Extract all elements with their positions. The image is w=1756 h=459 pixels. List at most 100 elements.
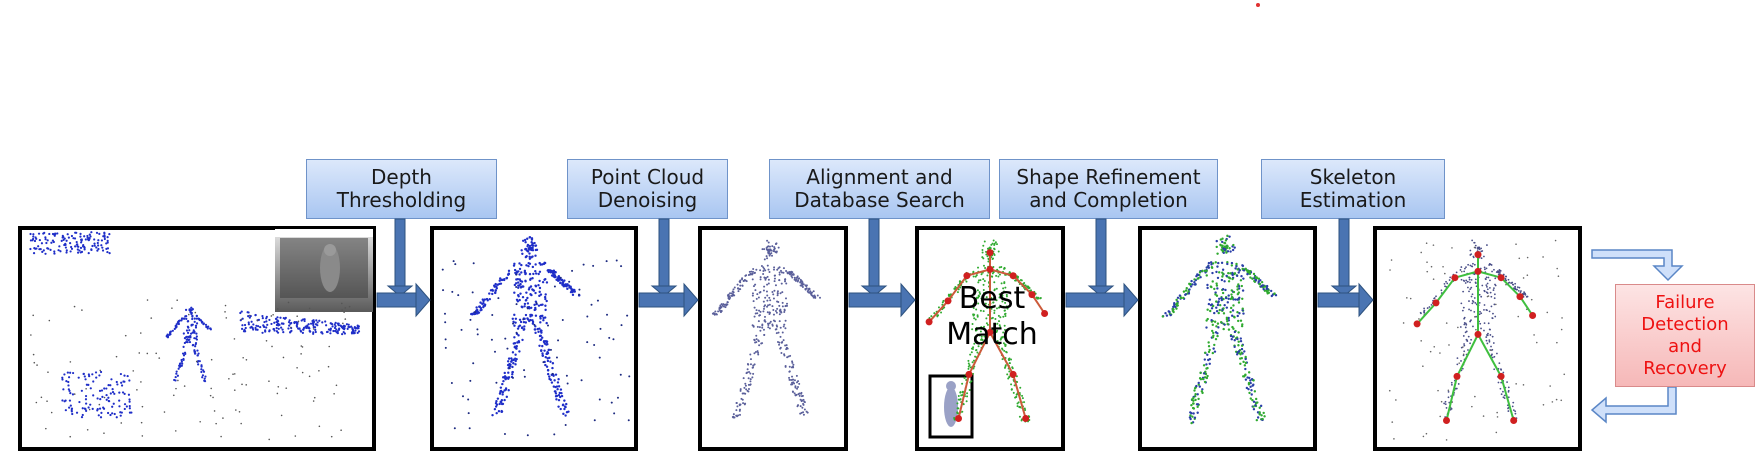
point [469,318,472,321]
point [1423,311,1426,314]
label-line: Estimation [1299,188,1407,212]
point [335,384,338,387]
point [783,308,786,311]
point [785,270,788,273]
point [354,327,358,330]
point [782,267,785,270]
point [783,354,786,357]
point [556,279,560,283]
point [99,370,103,374]
point-clouds [29,231,1566,441]
point [79,251,82,254]
point [539,349,543,353]
point [1222,327,1225,331]
point [1465,279,1468,282]
point [1236,268,1239,271]
point [314,323,318,326]
point [771,290,774,293]
point [997,275,1000,278]
point [1443,402,1446,405]
point [744,382,747,385]
point [1491,270,1493,273]
point [1463,343,1465,345]
point [1010,383,1013,386]
point [605,260,608,263]
point [210,358,213,361]
point [1172,305,1175,309]
point [79,246,83,249]
point [990,243,993,246]
point [1478,301,1481,304]
point [763,305,766,308]
point [1252,272,1256,276]
point [65,251,68,254]
point [531,242,534,245]
point [250,325,253,328]
point [1514,410,1517,413]
point [1175,298,1178,302]
point [514,321,517,324]
point [756,325,759,328]
point [1469,264,1472,267]
point [1468,290,1470,293]
point [1206,353,1209,356]
point [1241,289,1245,292]
point [788,270,791,273]
point [58,245,61,248]
point [296,315,298,318]
point [1510,282,1513,284]
point [538,286,542,290]
point [502,379,505,383]
point [120,384,124,387]
point [1487,322,1490,325]
point [992,239,995,242]
point [545,365,549,368]
point [1483,322,1486,325]
point [240,310,243,313]
point [1250,388,1253,392]
point [84,394,88,398]
point [961,393,964,396]
point [966,395,969,398]
point [340,326,344,329]
point [1498,268,1501,271]
point [480,308,483,312]
point [788,365,791,368]
point [185,329,189,332]
point [50,241,53,244]
point [1486,288,1489,291]
point [100,244,103,247]
point [1489,291,1492,294]
point [1175,303,1178,306]
point [69,371,72,374]
point [762,269,765,272]
point [1216,334,1219,338]
point [66,371,69,374]
point [1235,353,1239,356]
point [1235,265,1238,268]
point [988,246,991,249]
point [533,241,536,245]
point [1004,286,1007,289]
point [739,279,742,282]
skeleton-bone [1500,276,1521,298]
point [761,248,764,251]
point [1000,266,1003,269]
point [1240,351,1243,354]
point [983,280,986,283]
point [933,312,936,315]
point [1215,294,1219,297]
point [1223,245,1227,248]
point [543,295,547,299]
point [1432,244,1435,246]
point [224,311,226,313]
down-arrow-head [1087,285,1115,297]
point [806,411,809,414]
point [1439,352,1441,354]
point [115,416,118,419]
point [77,376,80,379]
point [772,319,775,322]
point [503,398,506,402]
point [969,353,972,356]
point [1222,273,1225,276]
